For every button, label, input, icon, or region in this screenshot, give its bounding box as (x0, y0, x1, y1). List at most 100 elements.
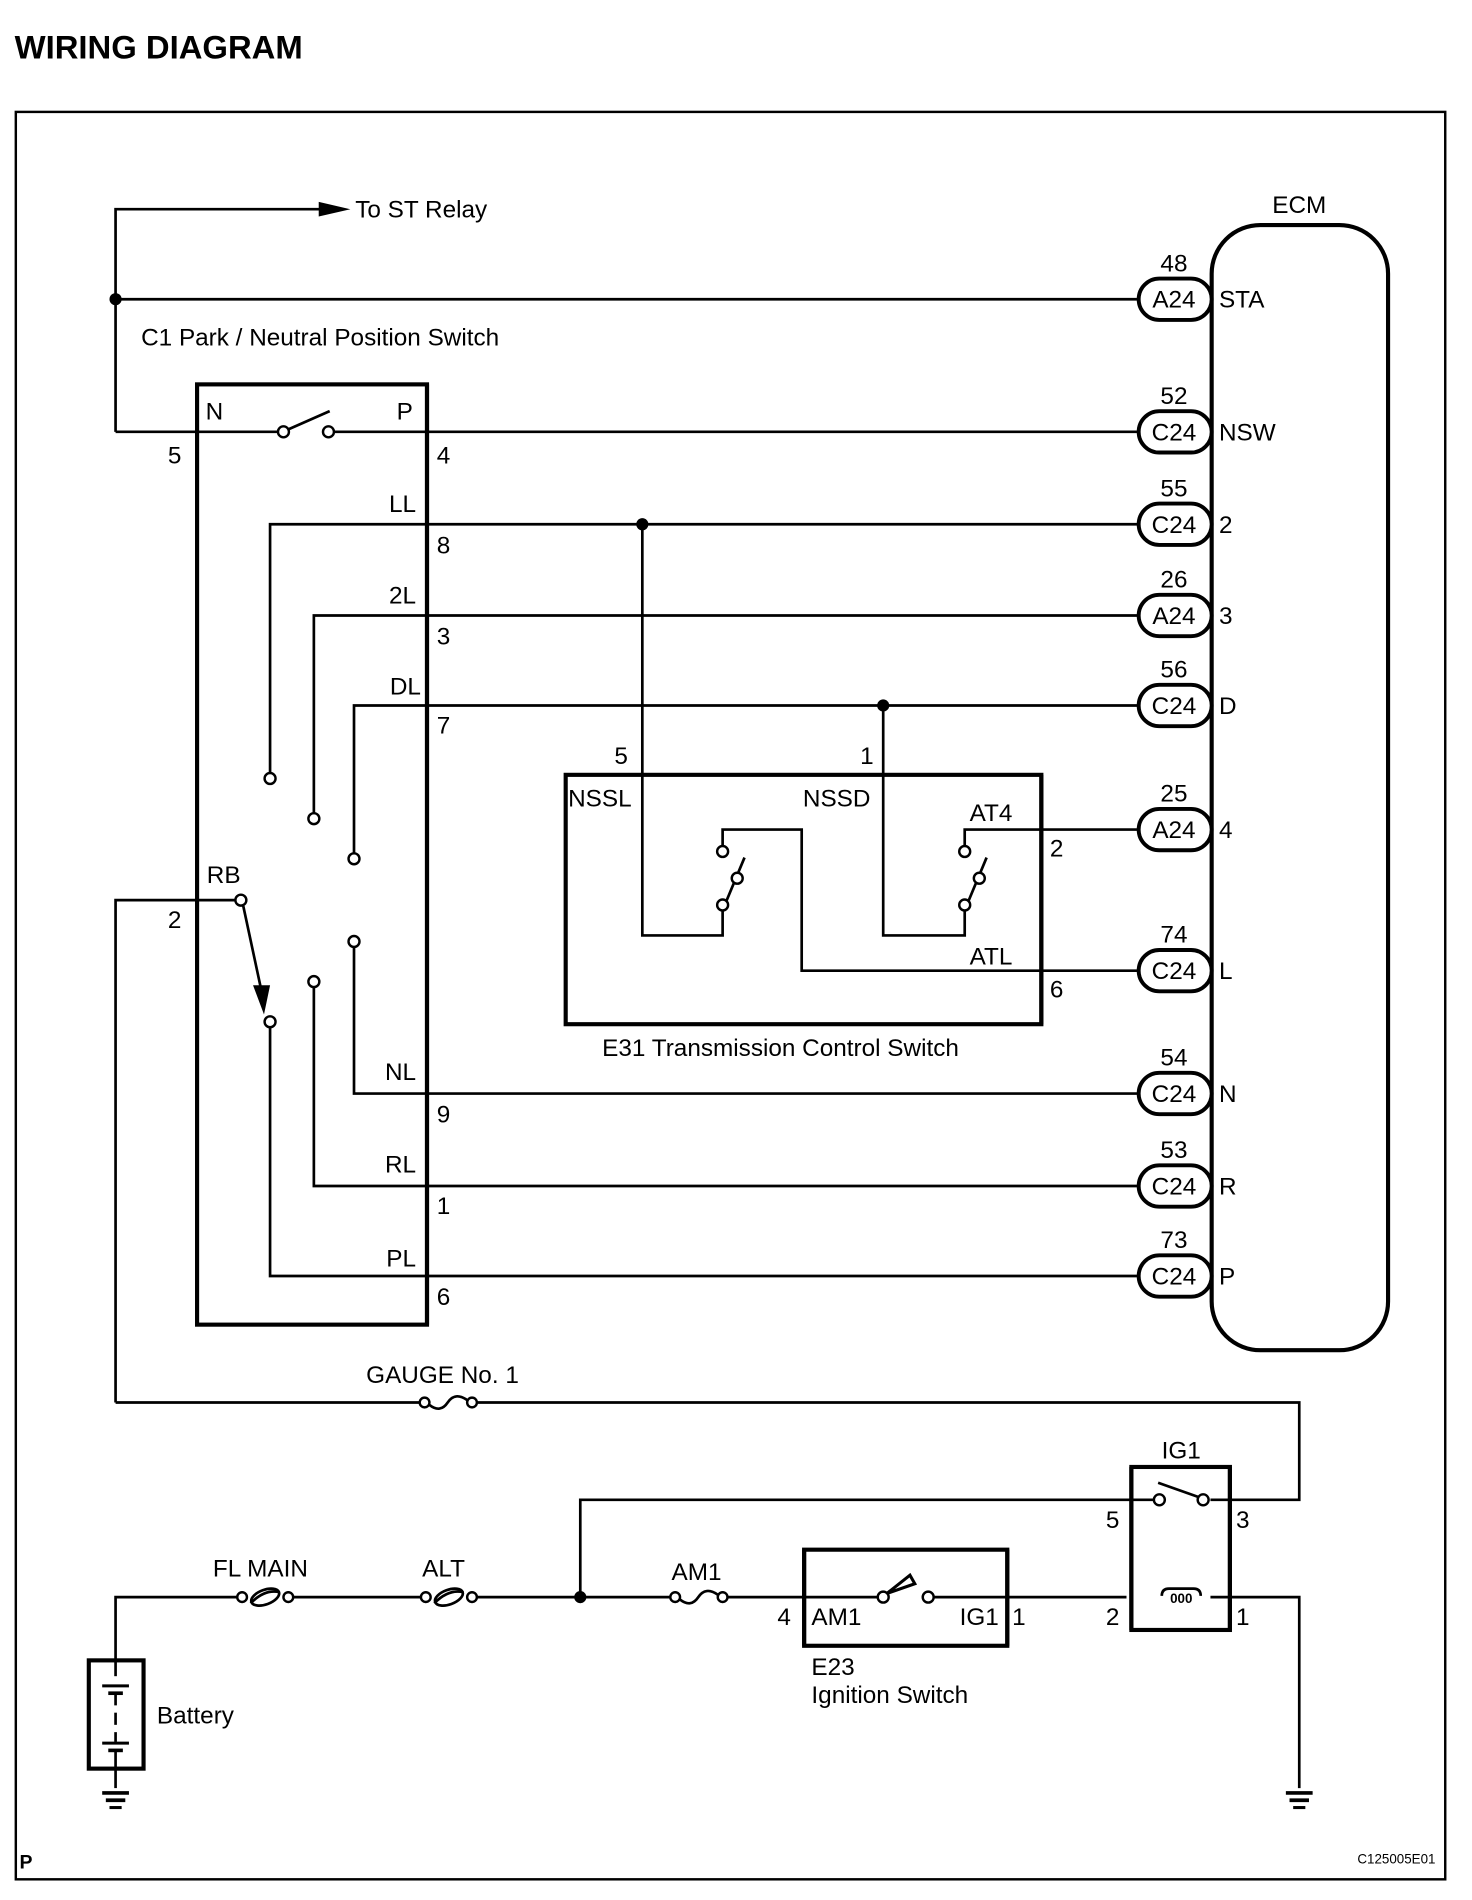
connector-id: C24 (1152, 1173, 1197, 1200)
connector-id: C24 (1152, 419, 1197, 446)
ign-term-am1: AM1 (811, 1604, 861, 1631)
fuse-terminal (669, 1591, 682, 1604)
pin-number: 74 (1160, 922, 1187, 949)
switch-contact (876, 1590, 890, 1604)
arrow-icon (318, 201, 351, 217)
power-chain: FL MAIN ALT AM1 4 AM1 IG1 1 E23 Ignition… (114, 1466, 1313, 1810)
c1-term-ll: LL (389, 491, 416, 518)
ecm-pin-l: C24 74L (1136, 922, 1233, 994)
fuse-terminal (236, 1591, 249, 1604)
relay-contact (1152, 1493, 1167, 1507)
ecm-pin-r: C24 53R (1136, 1137, 1237, 1209)
connector-id: C24 (1152, 958, 1197, 985)
relay-pin-3: 3 (1236, 1507, 1250, 1534)
switch-contact (972, 871, 986, 885)
e31-label: E31 Transmission Control Switch (602, 1035, 959, 1062)
arrow-icon (253, 985, 271, 1015)
c1-pin-1: 1 (437, 1193, 451, 1220)
ignition-switch-id: E23 (811, 1654, 854, 1681)
ign-pin-1: 1 (1012, 1604, 1026, 1631)
connector-id: A24 (1152, 603, 1195, 630)
connector-id: A24 (1152, 817, 1195, 844)
page-title: WIRING DIAGRAM (15, 28, 303, 65)
pin-number: 26 (1160, 567, 1187, 594)
switch-blade (287, 409, 331, 431)
battery: Battery (86, 1658, 235, 1810)
switch-contact (715, 898, 730, 912)
contact-ll (263, 771, 277, 786)
switch-contact (715, 844, 730, 859)
gauge-fuse-label: GAUGE No. 1 (366, 1362, 519, 1389)
c1-term-rl: RL (385, 1152, 416, 1179)
pin-number: 52 (1160, 383, 1187, 410)
c1-park-neutral-switch: C1 Park / Neutral Position Switch N P 5 … (114, 324, 1139, 1403)
ign-pin-4: 4 (777, 1604, 791, 1631)
fuse-terminal (419, 1591, 432, 1604)
c1-term-pl: PL (386, 1245, 416, 1272)
fusible-link-icon (249, 1587, 281, 1607)
connector-id: C24 (1152, 1264, 1197, 1291)
c1-pin-9: 9 (437, 1102, 451, 1129)
c1-term-dl: DL (390, 674, 421, 701)
relay-contact (1196, 1493, 1210, 1507)
ig1-relay: IG1 000 5 3 2 1 (1106, 1437, 1250, 1633)
e31-term-at4: AT4 (970, 800, 1013, 827)
signal-name: P (1219, 1264, 1235, 1291)
signal-name: R (1219, 1173, 1237, 1200)
junction-dot (109, 293, 122, 306)
signal-name: 2 (1219, 512, 1233, 539)
c1-term-p: P (397, 399, 413, 426)
e31-term-nssl: NSSL (568, 785, 632, 812)
ecm-pins: A2448STAC2452NSWC24552A24263C2456DA24254… (1136, 250, 1276, 1299)
switch-contact (958, 844, 972, 859)
c1-pin-3: 3 (437, 624, 451, 651)
c1-term-rb: RB (207, 862, 241, 889)
fuse-icon (679, 1589, 719, 1605)
pin-number: 73 (1160, 1227, 1187, 1254)
contact-dl (347, 852, 361, 866)
e31-pin-2: 2 (1050, 835, 1064, 862)
switch-contact (276, 425, 291, 439)
key-switch-blade (885, 1572, 918, 1595)
e31-term-atl: ATL (970, 944, 1013, 971)
e31-pin-5: 5 (614, 743, 628, 770)
signal-name: STA (1219, 287, 1265, 314)
pin-number: 25 (1160, 781, 1187, 808)
c1-term-n: N (206, 399, 224, 426)
switch-contact (958, 898, 972, 912)
pin-number: 53 (1160, 1137, 1187, 1164)
c1-pin-2: 2 (168, 907, 182, 934)
connector-id: C24 (1152, 1081, 1197, 1108)
ignition-switch-label: Ignition Switch (811, 1682, 968, 1709)
c1-term-nl: NL (385, 1059, 416, 1086)
rb-wiper (241, 905, 263, 992)
relay-pin-5: 5 (1106, 1507, 1120, 1534)
alt-label: ALT (422, 1555, 465, 1582)
to-st-relay-label: To ST Relay (355, 197, 488, 224)
relay-pin-2: 2 (1106, 1604, 1120, 1631)
signal-name: NSW (1219, 419, 1276, 446)
pin-number: 56 (1160, 657, 1187, 684)
e31-transmission-control-switch: E31 Transmission Control Switch 5 1 NSSL… (563, 524, 1139, 1062)
switch-contact (921, 1590, 935, 1604)
pin-number: 48 (1160, 250, 1187, 277)
signal-name: N (1219, 1081, 1237, 1108)
pin-number: 55 (1160, 475, 1187, 502)
contact-pl (263, 1015, 277, 1029)
c1-pin-8: 8 (437, 532, 451, 559)
e31-pin-6: 6 (1050, 976, 1064, 1003)
switch-contact (730, 871, 744, 885)
fusible-link-icon (433, 1587, 465, 1607)
signal-name: L (1219, 958, 1233, 985)
ign-term-ig1: IG1 (960, 1604, 999, 1631)
diagram-frame (14, 110, 1447, 1881)
contact-rl (307, 974, 321, 989)
c1-term-2l: 2L (389, 582, 416, 609)
c1-label: C1 Park / Neutral Position Switch (141, 324, 499, 351)
ground-icon (1285, 1791, 1313, 1810)
c1-pin-7: 7 (437, 712, 451, 739)
